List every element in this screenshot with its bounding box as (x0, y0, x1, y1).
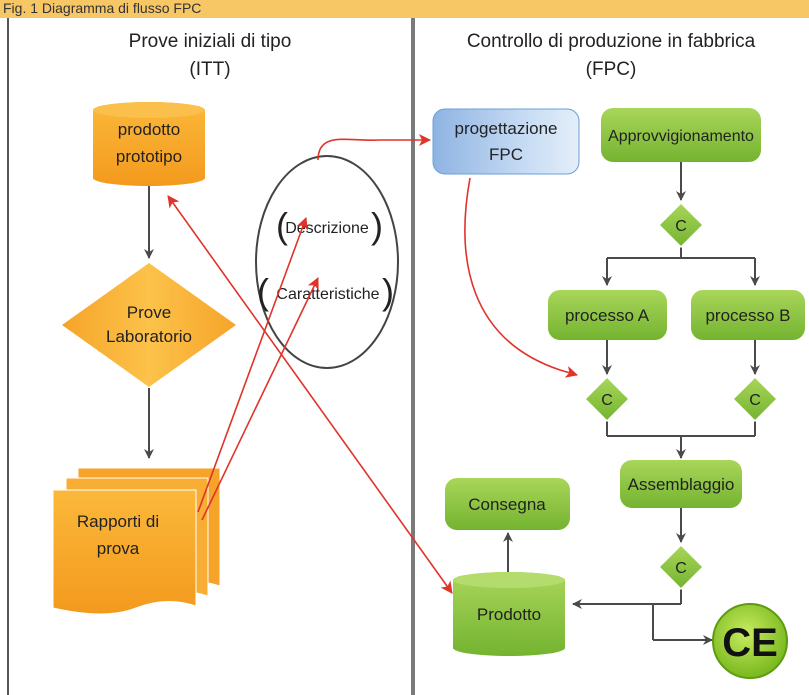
header-title: Fig. 1 Diagramma di flusso FPC (3, 0, 201, 16)
process-a-label: processo A (565, 306, 650, 325)
check-diamond-process-a (583, 375, 631, 423)
arrow-prototype-product (167, 195, 453, 594)
requirements-ellipse (255, 155, 399, 369)
fpc-design-box (432, 108, 580, 175)
prototype-product-cylinder (93, 102, 205, 186)
check-diamond-procurement (657, 201, 705, 249)
fpc-design-label-line1: progettazione (454, 119, 557, 138)
lab-tests-diamond (62, 263, 236, 387)
process-b-box (691, 290, 805, 340)
prototype-label-line2: prototipo (116, 147, 182, 166)
delivery-box (445, 478, 570, 530)
check-label-2: C (601, 392, 613, 409)
assembly-box (620, 460, 742, 508)
process-a-box (548, 290, 667, 340)
check-diamond-process-b (731, 375, 779, 423)
ce-mark-label: CE (722, 621, 778, 665)
procurement-box (601, 108, 761, 162)
paren-open-2: ( (257, 271, 269, 312)
header-bar (0, 0, 809, 18)
product-label: Prodotto (477, 605, 541, 624)
reports-label-line1: Rapporti di (77, 512, 159, 531)
left-panel-subtitle: (ITT) (189, 59, 230, 80)
red-relation-arrows (167, 134, 578, 594)
product-cylinder (453, 572, 565, 656)
check-label-4: C (675, 560, 687, 577)
arrow-design-to-check (464, 177, 578, 378)
right-connectors (503, 162, 760, 645)
check-label-3: C (749, 392, 761, 409)
check-label-1: C (675, 218, 687, 235)
arrow-ellipse-to-design (317, 134, 431, 161)
right-panel-title: Controllo di produzione in fabbrica (467, 31, 756, 52)
lab-label-line2: Laboratorio (106, 327, 192, 346)
procurement-label: Approvvigionamento (608, 128, 754, 145)
ce-mark-badge (712, 603, 788, 679)
paren-close-1: ) (371, 205, 383, 246)
paren-close-2: ) (382, 271, 394, 312)
delivery-label: Consegna (468, 495, 546, 514)
description-label: Descrizione (285, 220, 369, 237)
process-b-label: processo B (705, 306, 790, 325)
check-diamond-assembly (657, 543, 705, 591)
reports-label-line2: prova (97, 539, 140, 558)
prototype-label-line1: prodotto (118, 120, 180, 139)
lab-label-line1: Prove (127, 303, 171, 322)
left-panel-title: Prove iniziali di tipo (129, 31, 292, 52)
right-panel-subtitle: (FPC) (586, 59, 637, 80)
characteristics-label: Caratteristiche (276, 286, 379, 303)
fpc-design-label-line2: FPC (489, 145, 523, 164)
assembly-label: Assemblaggio (628, 475, 735, 494)
